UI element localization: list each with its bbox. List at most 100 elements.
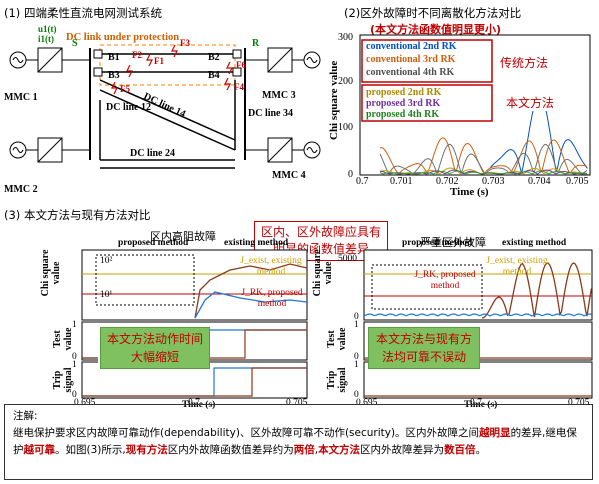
chart2-ytick-200: 200 [338, 76, 353, 87]
chart2-xtick-4: 0.704 [528, 176, 551, 187]
chart3l-title: 区内高阻故障 [150, 230, 216, 243]
label-mmc2: MMC 2 [4, 184, 38, 195]
legend-conv-4: conventional 4th RK [366, 67, 455, 78]
chart3l-proposed-curve [194, 291, 308, 319]
chart3r-title: 严重区外故障 [420, 236, 486, 249]
chart3r-legend-existing: existing method [502, 238, 567, 248]
note-paragraph: 继电保护要求区内故障可靠动作(dependability)、区外故障可靠不动作(… [13, 425, 584, 459]
chart3l-ytick-1: 10² [100, 256, 113, 266]
chart3l-y2tick-1: 1 [72, 320, 77, 330]
label-B4: B4 [208, 70, 220, 81]
chart3r-ytick-5000: 5000 [338, 254, 357, 264]
chart3l-jexist: J_exist, existing method [240, 256, 302, 277]
label-mmc3: MMC 3 [262, 90, 296, 101]
note-p1: 继电保护要求区内故障可靠动作(dependability)、区外故障可靠不动作(… [13, 427, 480, 439]
chart3l-legend-existing: existing method [224, 238, 289, 248]
label-mmc1: MMC 1 [4, 92, 38, 103]
chart2-series-conv4 [379, 143, 588, 176]
note-emph-6: 数百倍 [444, 444, 476, 456]
chart3r-ylabel3: Trip signal [326, 367, 348, 393]
chart3r-proposed-curve [363, 313, 593, 317]
chart3r-xtick-2: 0.705 [568, 398, 590, 408]
mmc4-symbol [267, 137, 321, 163]
note-emph-2: 越可靠 [23, 444, 56, 456]
note-p1-end: 。如图(3)所示, [55, 444, 126, 456]
chart3l-ylabel3: Trip signal [52, 367, 74, 393]
chart2-xtick-0: 0.7 [356, 176, 369, 187]
note-emph-4: 两倍 [293, 444, 315, 456]
note-p1-end2: 区内外故障函数值差异约为 [167, 444, 294, 456]
note-p2-mid: , [314, 444, 319, 456]
chart3r-y2tick-1: 1 [354, 320, 359, 330]
note-box: 注解: 继电保护要求区内故障可靠动作(dependability)、区外故障可靠… [4, 404, 593, 480]
mmc2-symbol [9, 137, 63, 163]
legend-prop-2: proposed 2nd RK [366, 87, 442, 98]
note-emph-1: 越明显 [479, 427, 511, 439]
chart2-series-prop4 [379, 170, 588, 175]
label-line34: DC line 34 [248, 108, 293, 119]
label-line24: DC line 24 [130, 148, 175, 159]
tag-conventional: 传统方法 [500, 54, 549, 71]
chart2-labels: Chi square value Time (s) 0 100 200 300 … [328, 30, 596, 205]
legend-prop-3: proposed 3rd RK [366, 98, 441, 109]
note-emph-5: 本文方法 [318, 444, 361, 456]
chart3r-jrk: J_RK, proposed method [414, 270, 476, 291]
chart3l-xtick-1: 0.7 [188, 398, 200, 408]
chart3r-y3tick-1: 1 [354, 360, 359, 370]
chart3r-ylabel1: Chi square value [312, 249, 334, 297]
chart3r-existing-curve [481, 262, 593, 319]
section1-title: (1) 四端柔性直流电网测试系统 [4, 6, 162, 20]
chart3l-jrk: J_RK, proposed method [241, 288, 303, 309]
note-emph-3: 现有方法 [125, 444, 168, 456]
chart3l-y3tick-0: 0 [72, 390, 77, 400]
chart2-xtick-5: 0.705 [566, 176, 589, 187]
label-F6: F6 [236, 60, 246, 70]
note-p2-end: 。 [475, 444, 487, 456]
label-R: R [252, 38, 260, 49]
green-box-right: 本文方法与现有方法均可靠不误动 [368, 327, 480, 369]
label-S: S [72, 38, 78, 49]
legend-conv-2: conventional 2nd RK [366, 41, 457, 52]
section3-title: (3) 本文方法与现有方法对比 [4, 208, 151, 222]
chart3r-y3tick-0: 0 [354, 390, 359, 400]
chart2-ytick-300: 300 [338, 32, 353, 43]
mmc3-symbol [267, 47, 321, 73]
legend-prop-4: proposed 4th RK [366, 109, 440, 120]
tag-proposed: 本文方法 [506, 94, 555, 111]
chart2-ytick-100: 100 [338, 122, 353, 133]
chart3r-y2tick-0: 0 [354, 352, 359, 362]
chart3l-xlabel: Time (s) [182, 400, 216, 410]
label-F2: F2 [132, 50, 142, 60]
chart3r-ylabel2: Test value [326, 327, 348, 351]
note-p1-mid: 的差异,继电保护 [13, 427, 577, 456]
green-box-left: 本文方法动作时间大幅缩短 [100, 327, 210, 369]
chart3r-xtick-0: 0.695 [356, 398, 378, 408]
note-p2-mid2: 区内外故障差异为 [360, 444, 445, 456]
chart3l-xtick-2: 0.705 [286, 398, 308, 408]
system-diagram-labels: DC link under protection S R u1(t) i1(t)… [0, 20, 335, 205]
chart3l-ylabel2: Test value [52, 327, 74, 351]
legend-conv-3: conventional 3rd RK [366, 54, 456, 65]
chart3r-labels: proposed method existing method Chi squa… [312, 238, 597, 410]
chart3l-ytick-0: 10¹ [100, 290, 113, 300]
label-line12: DC line 12 [106, 102, 151, 113]
chart2-ytick-0: 0 [348, 169, 353, 180]
chart3r-ytick-0: 0 [354, 312, 359, 322]
section2-subtitle: (本文方法函数值明显更小) [370, 23, 502, 36]
label-B2: B2 [208, 52, 220, 63]
chart2-xtick-3: 0.703 [482, 176, 505, 187]
chart3l-labels: proposed method existing method Chi squa… [0, 238, 310, 410]
section2-title: (2)区外故障时不同离散化方法对比 [344, 6, 522, 20]
chart2-svg [359, 34, 591, 176]
chart2-xlabel: Time (s) [450, 186, 489, 198]
label-i1: i1(t) [38, 34, 54, 44]
label-mmc4: MMC 4 [272, 170, 306, 181]
chart2-xtick-2: 0.702 [436, 176, 459, 187]
chart3l-trip-existing [82, 367, 307, 397]
chart3r-xlabel: Time (s) [464, 400, 498, 410]
chart3l-legend-proposed: proposed method [118, 238, 189, 248]
chart3r-xtick-1: 0.7 [470, 398, 482, 408]
note-label: 注解: [13, 410, 38, 422]
chart3l-y2tick-0: 0 [72, 352, 77, 362]
label-B3: B3 [108, 70, 120, 81]
